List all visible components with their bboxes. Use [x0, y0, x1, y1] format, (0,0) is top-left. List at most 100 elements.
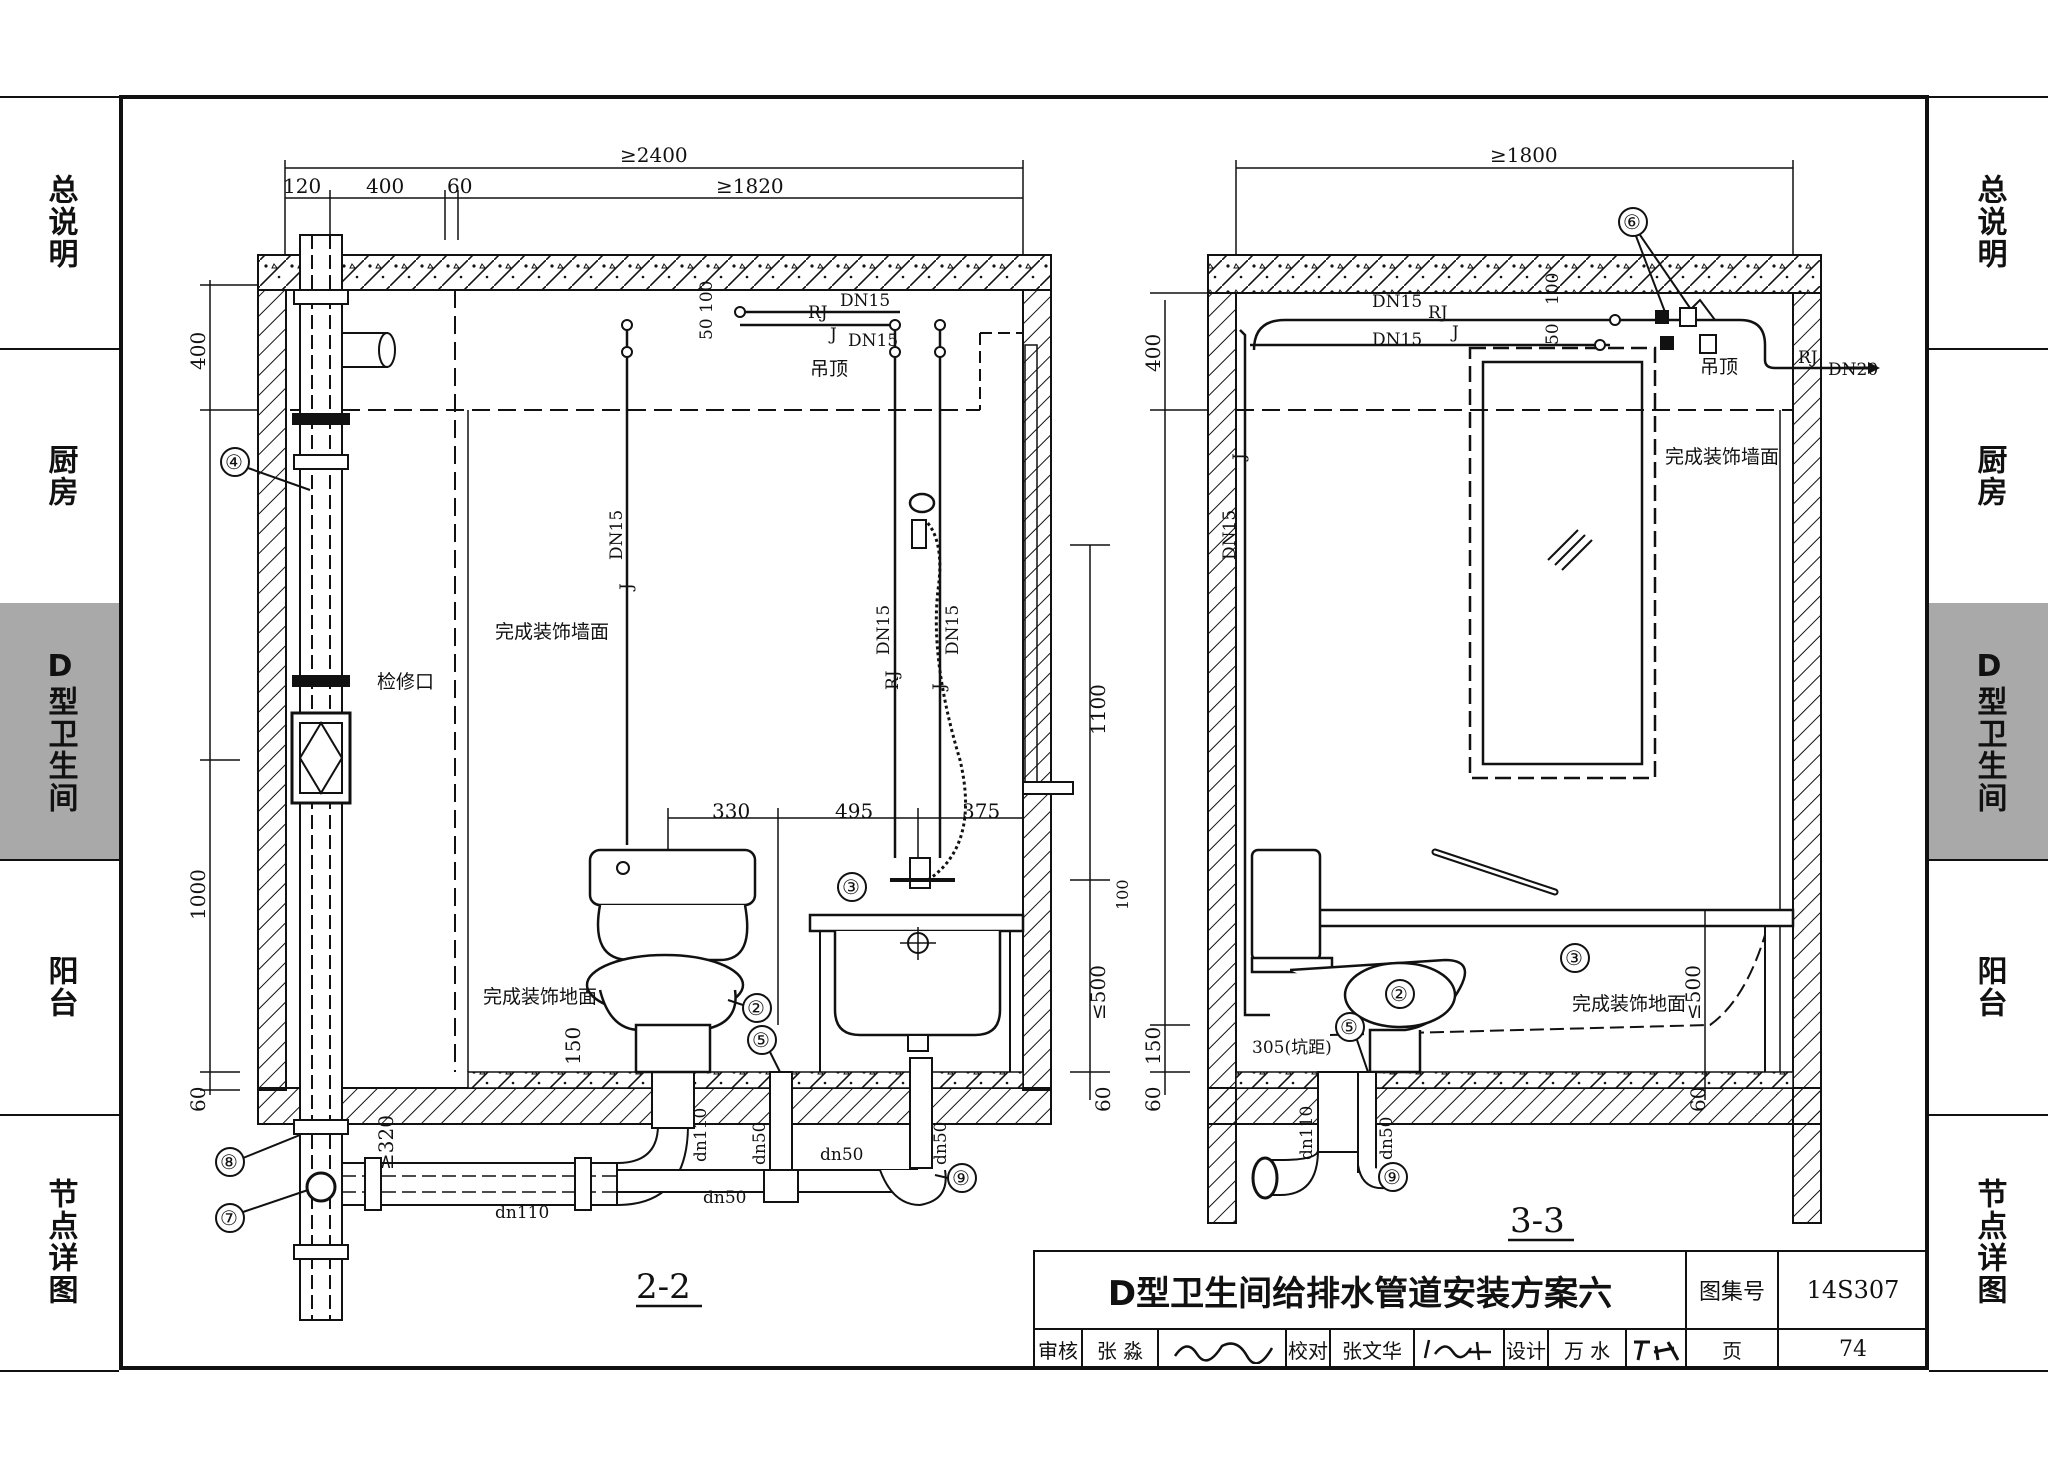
label3-j: J [1450, 323, 1459, 343]
tab-details-left[interactable]: 节点详图 [42, 1178, 78, 1306]
dim-330: 330 [712, 799, 750, 823]
label3-dn110: dn110 [1297, 1106, 1317, 1160]
dim-60: 60 [447, 174, 472, 198]
access-panel [290, 711, 352, 805]
label-dn15-a: DN15 [840, 291, 890, 311]
note3-floor-finish: 完成装饰地面 [1572, 993, 1686, 1015]
drawing-title: D型卫生间给排水管道安装方案六 [1033, 1250, 1687, 1330]
label-rj: RJ [808, 303, 828, 323]
title-block: D型卫生间给排水管道安装方案六 图集号 14S307 审核 张 淼 校对 张文华… [1033, 1250, 1929, 1370]
dim-50-100: 50 100 [697, 281, 717, 340]
designer-label: 设计 [1503, 1328, 1549, 1370]
tab-balcony-right[interactable]: 阳台 [1971, 954, 2007, 1019]
callout-9: ⑨ [952, 1166, 970, 1190]
dim3-h400: 400 [1141, 334, 1165, 372]
dim-h60: 60 [186, 1087, 210, 1112]
label3-rj: RJ [1428, 303, 1448, 323]
bathtub-rim [1313, 908, 1795, 928]
label3-j-v: J [1230, 453, 1250, 462]
tab-bathroom-right[interactable]: D型卫生间 [1929, 603, 2048, 859]
label-dn15-rj: DN15 [874, 605, 894, 655]
label-dn15-b: DN15 [848, 331, 898, 351]
callout-5: ⑤ [752, 1028, 770, 1052]
dim-320: ≥320 [374, 1115, 398, 1170]
label-j-v2: J [930, 683, 950, 692]
section-label-3-3: 3-3 [1510, 1201, 1565, 1241]
dim-h400: 400 [186, 332, 210, 370]
note3-ceiling: 吊顶 [1700, 356, 1738, 378]
left-wall [257, 254, 287, 1091]
label-j-v: J [617, 583, 637, 592]
label-dn110-a: dn110 [691, 1108, 711, 1162]
ceiling-slab [257, 254, 1052, 291]
label-j: J [828, 325, 837, 345]
checker-signature [1413, 1328, 1505, 1370]
left-wall-3 [1207, 254, 1237, 1224]
reviewer-label: 审核 [1033, 1328, 1083, 1370]
atlas-label: 图集号 [1685, 1250, 1779, 1330]
dim-h500: ≤500 [1086, 965, 1110, 1020]
checker-name: 张文华 [1329, 1328, 1415, 1370]
dim-495: 495 [835, 799, 873, 823]
tab-bathroom-left[interactable]: D型卫生间 [0, 603, 119, 859]
dim3-overall: ≥1800 [1490, 143, 1558, 167]
note-floor-finish: 完成装饰地面 [483, 986, 597, 1008]
designer-name: 万 水 [1547, 1328, 1627, 1370]
page-number: 74 [1777, 1328, 1929, 1370]
note3-wall-finish: 完成装饰墙面 [1665, 446, 1779, 468]
callout3-2: ② [1390, 982, 1408, 1006]
right-wall-3 [1792, 254, 1822, 1224]
callout3-5: ⑤ [1340, 1015, 1358, 1039]
section-label-2-2: 2-2 [636, 1267, 691, 1307]
callout-4: ④ [225, 450, 243, 474]
dim-h100: 100 [1113, 879, 1132, 910]
callout-2: ② [747, 996, 765, 1020]
dim-h1000: 1000 [186, 869, 210, 920]
dim-1820: ≥1820 [716, 174, 784, 198]
label-dn50-d: dn50 [931, 1122, 951, 1165]
tab-kitchen-left[interactable]: 厨房 [42, 443, 78, 508]
callout3-6: ⑥ [1623, 210, 1641, 234]
section-3-3 [1150, 160, 1880, 1224]
page-label: 页 [1685, 1328, 1779, 1370]
note3-pit: 305(坑距) [1252, 1038, 1332, 1058]
dim3-h60: 60 [1141, 1087, 1165, 1112]
note-ceiling: 吊顶 [810, 358, 848, 380]
tab-balcony-left[interactable]: 阳台 [42, 954, 78, 1019]
label-rj-v: RJ [883, 670, 903, 690]
dim-375: 375 [962, 799, 1000, 823]
ceiling-slab-3 [1207, 254, 1822, 294]
tab-details-right[interactable]: 节点详图 [1971, 1178, 2007, 1306]
dim-h60b: 60 [1091, 1087, 1115, 1112]
callout-3: ③ [842, 875, 860, 899]
checker-label: 校对 [1285, 1328, 1331, 1370]
callout3-9: ⑨ [1383, 1165, 1401, 1189]
note-access: 检修口 [377, 671, 434, 693]
label3-dn15-b: DN15 [1372, 330, 1422, 350]
section-2-2 [200, 160, 1110, 1321]
dim-overall: ≥2400 [620, 143, 688, 167]
dim-h150: 150 [561, 1027, 585, 1065]
dim3-h100: 100 [1543, 273, 1563, 305]
callout3-3: ③ [1565, 946, 1583, 970]
callout-7: ⑦ [220, 1206, 238, 1230]
tab-kitchen-right[interactable]: 厨房 [1971, 443, 2007, 508]
mirror [1468, 346, 1657, 780]
tab-general-left[interactable]: 总说明 [42, 174, 78, 270]
callout-8: ⑧ [220, 1150, 238, 1174]
dim-120: 120 [283, 174, 321, 198]
drawing-sheet [119, 95, 1929, 1370]
label3-dn20: DN20 [1828, 360, 1878, 380]
dim3-h60b: 60 [1686, 1087, 1710, 1112]
floor-finish-layer [467, 1071, 1024, 1089]
reviewer-name: 张 淼 [1081, 1328, 1159, 1370]
pipe-clamp [292, 675, 350, 687]
label-dn50-c: dn50 [820, 1145, 863, 1165]
toilet [585, 848, 757, 1074]
label-dn110-b: dn110 [495, 1203, 549, 1223]
tab-general-right[interactable]: 总说明 [1971, 174, 2007, 270]
label-dn50-a: dn50 [750, 1122, 770, 1165]
label-dn15-v: DN15 [607, 510, 627, 560]
label-dn50-b: dn50 [703, 1188, 746, 1208]
